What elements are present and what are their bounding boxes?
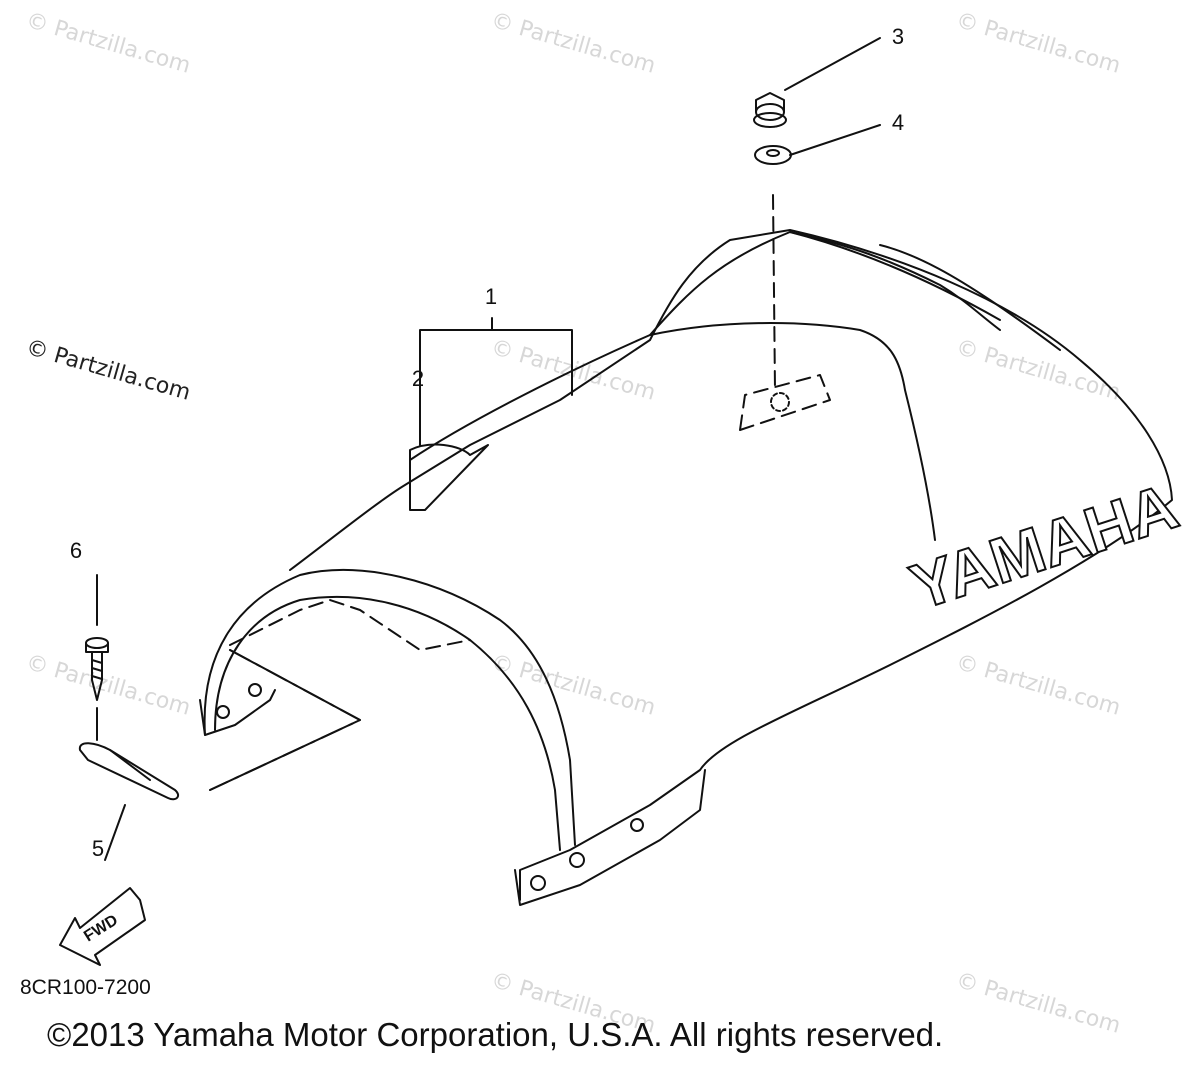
seat-cutout [409,443,489,511]
callout-1: 1 [484,284,498,309]
seat-brand-text: YAMAHA [902,470,1186,623]
fwd-arrow [59,887,146,966]
diagram-part-number: 8CR100-7200 [20,976,151,999]
callout-6: 6 [69,538,83,563]
copyright-notice: ©2013 Yamaha Motor Corporation, U.S.A. A… [47,1016,944,1053]
callout-5: 5 [91,836,105,861]
callout-2: 2 [411,366,425,391]
clip-part [78,742,179,801]
seat-hump [649,231,1001,336]
seat-cushion-line [409,322,936,541]
callout-4: 4 [891,110,905,135]
rear-mount-tab [514,769,706,906]
seat-outline [289,229,1173,901]
seat-front-opening [203,569,576,846]
callout-3: 3 [891,24,905,49]
